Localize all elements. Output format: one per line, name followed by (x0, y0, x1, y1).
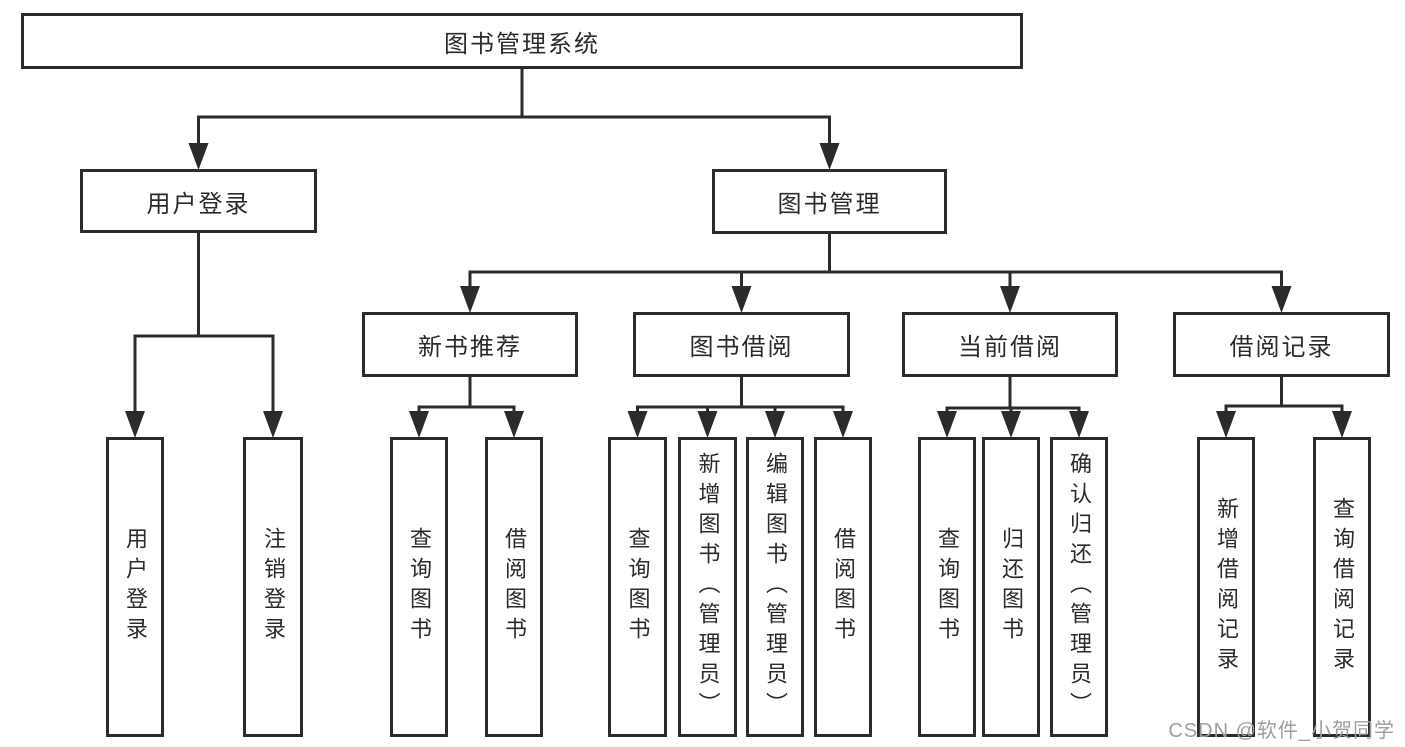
node-leaf-logout: 注销登录 (243, 437, 303, 737)
arrowhead-icon (409, 411, 429, 438)
node-label: 归还图书 (999, 527, 1024, 647)
node-label: 借阅记录 (1229, 334, 1334, 361)
node-user-login: 用户登录 (80, 169, 317, 233)
node-leaf-query-books-2: 查询图书 (608, 437, 667, 737)
arrowhead-icon (765, 411, 785, 438)
node-borrowing-records: 借阅记录 (1173, 312, 1390, 377)
node-leaf-borrow-books-1: 借阅图书 (485, 437, 543, 737)
arrowhead-icon (819, 143, 840, 170)
arrowhead-icon (263, 411, 283, 438)
node-leaf-edit-books: 编辑图书（管理员） (746, 437, 804, 737)
node-label: 确认归还（管理员） (1067, 452, 1092, 722)
node-label: 查询图书 (625, 527, 651, 647)
arrowhead-icon (1001, 411, 1021, 438)
node-label: 图书管理 (777, 191, 882, 218)
node-label: 用户登录 (123, 527, 148, 647)
node-leaf-add-borrow-record: 新增借阅记录 (1197, 437, 1255, 737)
node-leaf-query-borrow-record: 查询借阅记录 (1313, 437, 1371, 737)
arrowhead-icon (697, 411, 718, 438)
node-leaf-add-books: 新增图书（管理员） (678, 437, 737, 737)
arrowhead-icon (731, 286, 752, 313)
node-label: 图书借阅 (689, 334, 794, 361)
node-current-borrowing: 当前借阅 (902, 312, 1118, 377)
node-label: 编辑图书（管理员） (763, 452, 788, 722)
node-label: 查询借阅记录 (1330, 497, 1355, 677)
node-leaf-return-books: 归还图书 (982, 437, 1040, 737)
node-label: 新书推荐 (418, 334, 522, 361)
node-new-book-recommend: 新书推荐 (362, 312, 578, 377)
watermark: CSDN @软件_小贺同学 (1168, 720, 1395, 742)
node-label: 用户登录 (146, 190, 251, 218)
node-label: 注销登录 (261, 527, 286, 647)
node-leaf-user-login: 用户登录 (106, 437, 164, 737)
node-label: 借阅图书 (831, 527, 856, 647)
arrowhead-icon (1271, 286, 1292, 313)
node-leaf-query-books-1: 查询图书 (390, 437, 448, 737)
node-label: 查询图书 (407, 527, 432, 647)
node-label: 查询图书 (935, 527, 960, 647)
arrowhead-icon (627, 411, 648, 438)
node-label: 借阅图书 (502, 527, 527, 647)
node-leaf-borrow-books-2: 借阅图书 (814, 437, 872, 737)
node-label: 图书管理系统 (444, 30, 600, 58)
node-leaf-query-books-3: 查询图书 (918, 437, 976, 737)
arrowhead-icon (1000, 286, 1020, 313)
node-label: 新增借阅记录 (1214, 497, 1239, 677)
arrowhead-icon (125, 411, 145, 438)
node-book-management: 图书管理 (712, 169, 947, 234)
node-root: 图书管理系统 (21, 13, 1023, 69)
arrowhead-icon (504, 411, 524, 438)
arrowhead-icon (833, 411, 853, 438)
arrowhead-icon (1216, 411, 1236, 438)
node-label: 当前借阅 (958, 334, 1062, 361)
arrowhead-icon (1332, 411, 1352, 438)
node-leaf-confirm-return: 确认归还（管理员） (1050, 437, 1108, 737)
arrowhead-icon (460, 286, 480, 313)
arrowhead-icon (1069, 411, 1089, 438)
arrowhead-icon (937, 411, 957, 438)
node-book-borrowing: 图书借阅 (633, 312, 850, 377)
arrowhead-icon (188, 143, 209, 170)
node-label: 新增图书（管理员） (695, 452, 721, 722)
